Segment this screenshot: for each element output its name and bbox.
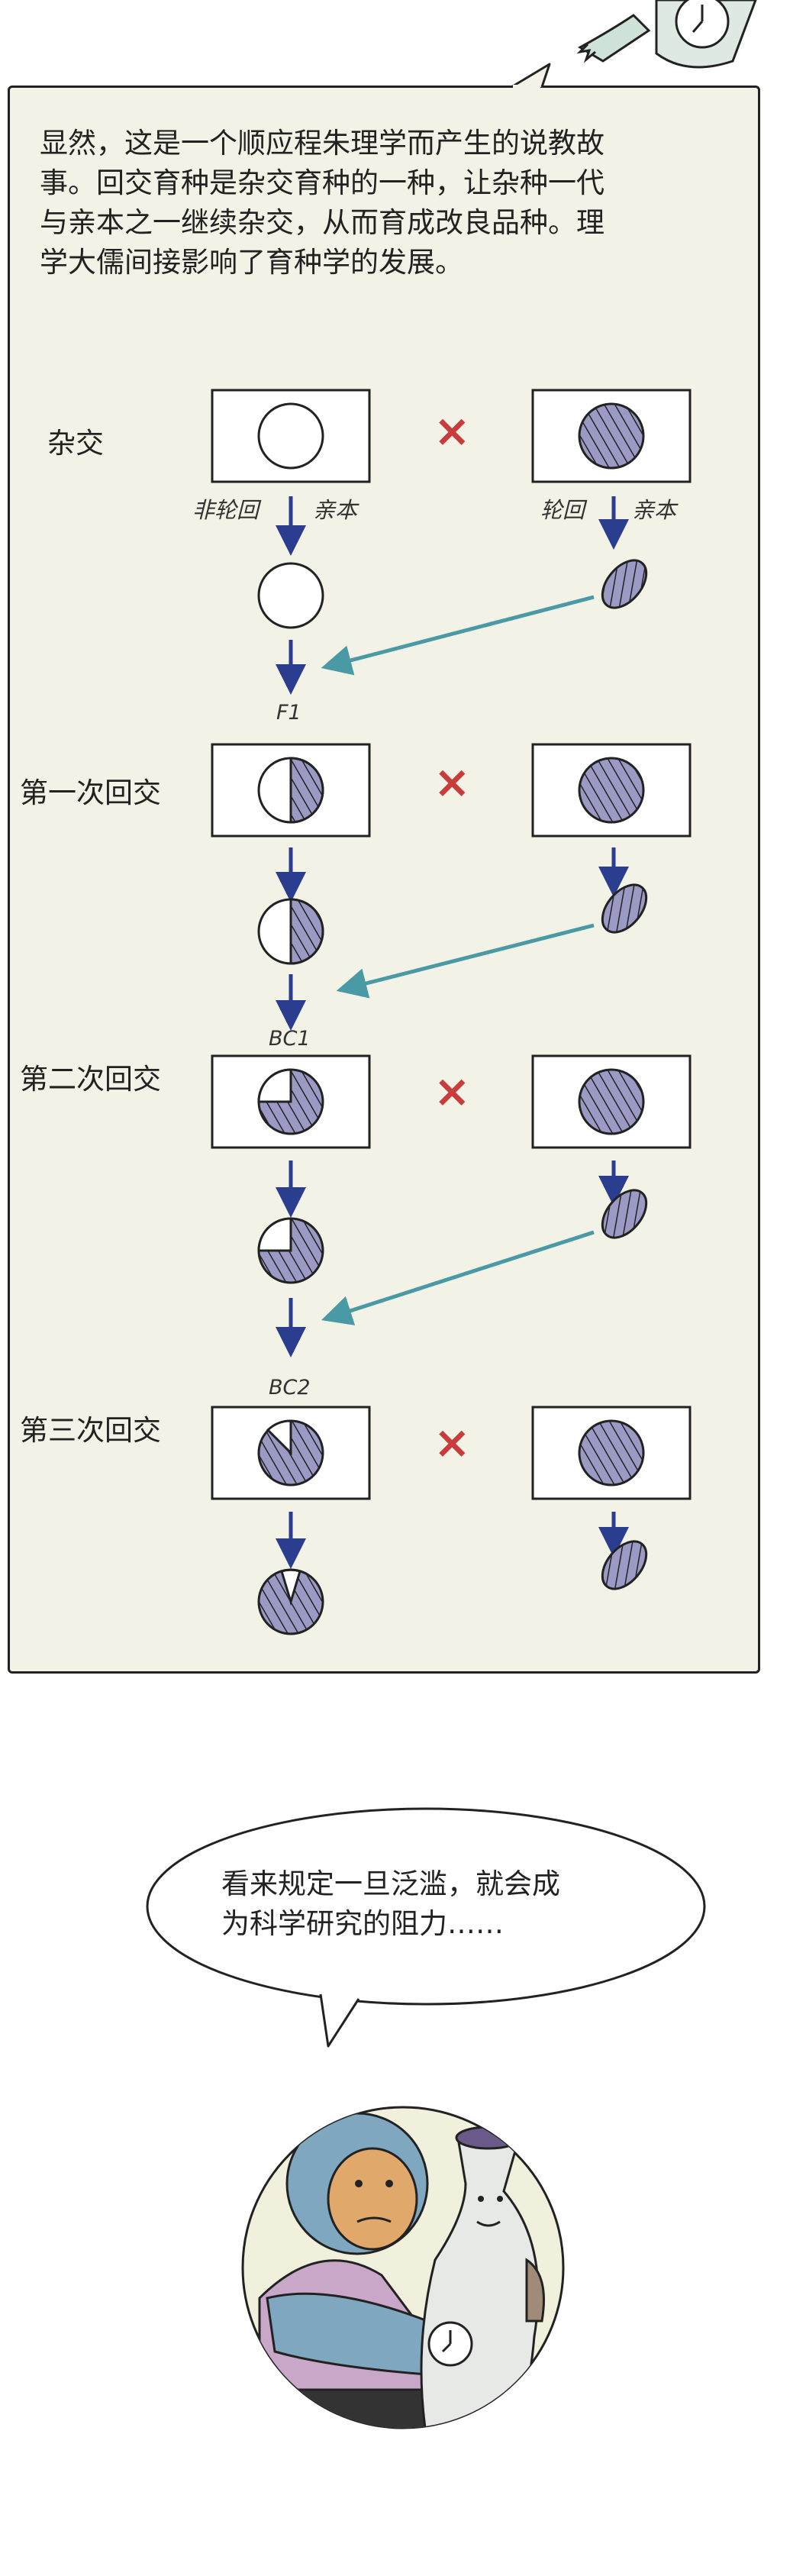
intro-paragraph: 显然，这是一个顺应程朱理学而产生的说教故 事。回交育种是杂交育种的一种，让杂种一… xyxy=(40,124,727,282)
nonrecurrent-parent-suffix: 亲本 xyxy=(313,497,358,523)
clock-character-fragment xyxy=(576,0,757,69)
row-label-backcross-1: 第一次回交 xyxy=(20,776,161,809)
recurrent-parent-label: 轮回 xyxy=(540,497,585,523)
gamete-hatched xyxy=(601,883,648,934)
recurrent-parent-suffix: 亲本 xyxy=(632,497,677,523)
nonrecurrent-parent-label: 非轮回 xyxy=(192,497,260,523)
gamete-white xyxy=(257,562,324,629)
intro-line: 学大儒间接影响了育种学的发展。 xyxy=(40,246,463,279)
generation-label-bc1: BC1 xyxy=(269,1027,311,1051)
panel-tail xyxy=(511,63,551,89)
speech-bubble-text: 看来规定一旦泛滥，就会成 为科学研究的阻力…… xyxy=(221,1864,649,1944)
arrow-teal xyxy=(336,923,595,999)
intro-line: 事。回交育种是杂交育种的一种，让杂种一代 xyxy=(40,166,604,199)
monkey-face xyxy=(327,2147,418,2251)
gamete-hatched xyxy=(601,1540,648,1590)
parent-circle-hatched xyxy=(578,757,645,824)
cross-symbol: × xyxy=(434,756,471,808)
cross-symbol: × xyxy=(434,405,471,457)
bc1-circle-white-quarter xyxy=(257,1068,292,1103)
generation-label-bc2: BC2 xyxy=(269,1376,311,1399)
row-label-backcross-2: 第二次回交 xyxy=(20,1063,161,1096)
bc2-circle-white-eighth xyxy=(266,1419,292,1456)
offspring-white-wedge xyxy=(280,1568,301,1606)
backcross-diagram xyxy=(211,389,692,1635)
row-label-backcross-3: 第三次回交 xyxy=(20,1414,161,1447)
parent-circle-hatched xyxy=(578,1419,645,1487)
gamete-quarter-white xyxy=(257,1217,292,1252)
parent-circle-white xyxy=(257,402,324,470)
intro-line: 显然，这是一个顺应程朱理学而产生的说教故 xyxy=(40,127,604,160)
gamete-half-hatched xyxy=(289,898,324,965)
intro-line: 与亲本之一继续杂交，从而育成改良品种。理 xyxy=(40,206,604,239)
parent-circle-hatched xyxy=(578,402,645,470)
gamete-hatched xyxy=(601,559,648,609)
generation-label-f1: F1 xyxy=(276,701,301,725)
arrow-teal xyxy=(321,1230,595,1325)
cross-symbol: × xyxy=(434,1416,471,1468)
f1-circle-hatched-half xyxy=(289,757,324,824)
row-label-cross: 杂交 xyxy=(47,427,104,460)
monkey-legs xyxy=(273,2388,429,2428)
bubble-line: 看来规定一旦泛滥，就会成 xyxy=(221,1867,560,1900)
bubble-line: 为科学研究的阻力…… xyxy=(221,1907,504,1940)
gamete-hatched xyxy=(601,1189,648,1239)
arrow-teal xyxy=(321,595,595,676)
cross-symbol: × xyxy=(434,1065,471,1117)
parent-circle-hatched xyxy=(578,1068,645,1135)
